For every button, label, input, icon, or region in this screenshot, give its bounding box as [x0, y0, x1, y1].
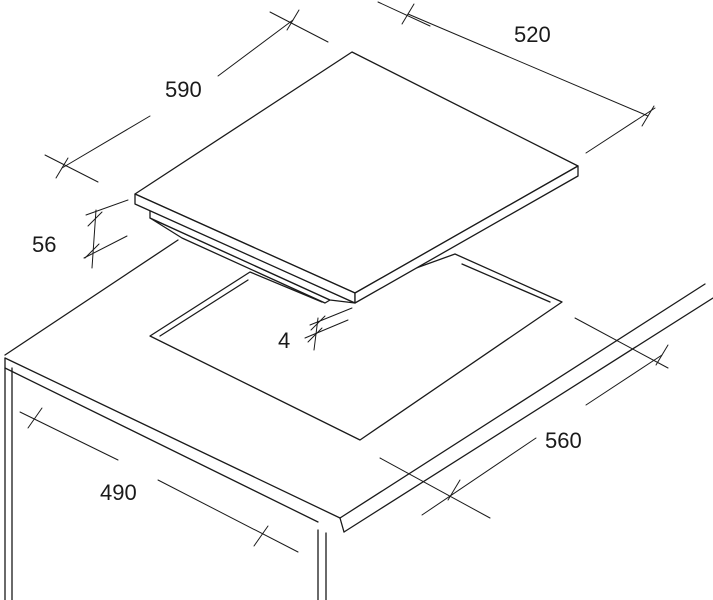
worktop-top-edge-back-left [4, 239, 179, 356]
dim-4-ext-top [309, 307, 353, 326]
dimension-560: 560 [379, 317, 669, 519]
dim-490-tick-right [253, 525, 269, 547]
dim-4-ext-bottom [304, 319, 349, 339]
dim-520-line [407, 13, 649, 117]
worktop-top-edge-front [4, 357, 341, 519]
dim-56-ext-top [85, 199, 129, 216]
dim-520-ext-top [377, 1, 431, 27]
worktop-cutout [149, 253, 563, 441]
dim-590-line-b [217, 19, 294, 77]
dim-560-ext-bottom [379, 457, 491, 519]
worktop-front-right-corner [339, 517, 345, 533]
dimension-4: 4 [278, 307, 353, 353]
dimension-590: 590 [44, 9, 329, 183]
dimension-520: 520 [377, 1, 656, 154]
dim-520-label: 520 [514, 22, 551, 47]
dim-56-line [91, 209, 97, 269]
dim-490-label: 490 [100, 480, 137, 505]
dim-590-ext-right [269, 11, 329, 43]
dim-560-ext-top [574, 317, 669, 369]
cutout-outer [149, 253, 563, 441]
cutout-inner-right [461, 263, 551, 303]
dim-4-tick-top [310, 315, 326, 331]
cutout-inner-back [159, 279, 249, 337]
worktop [4, 239, 713, 600]
worktop-top-edge-right [339, 283, 706, 519]
dim-56-label: 56 [32, 232, 56, 257]
dim-560-line-b [421, 437, 537, 516]
dim-560-line-a [585, 354, 663, 406]
dim-560-tick-top [655, 344, 669, 366]
dim-56-tick-bottom [84, 243, 100, 259]
dim-56-ext-bottom [83, 235, 128, 259]
dim-56-tick-top [87, 211, 103, 227]
worktop-front-face-bottom [4, 367, 319, 523]
dim-490-tick-left [27, 407, 43, 429]
dim-4-tick-bottom [307, 327, 323, 343]
hob-glass-right-edge [354, 165, 579, 304]
dim-4-label: 4 [278, 328, 290, 353]
dim-520-ext-bottom [585, 107, 656, 154]
dim-490-line-b [157, 479, 299, 553]
dim-590-label: 590 [165, 77, 202, 102]
dim-590-tick-left [55, 157, 69, 179]
dim-560-label: 560 [545, 428, 582, 453]
dim-520-tick-bottom [641, 105, 655, 127]
dimension-490: 490 [19, 407, 299, 553]
worktop-right-face-bottom [343, 297, 713, 533]
dim-590-ext-left [44, 154, 99, 183]
dim-560-tick-bottom [447, 479, 461, 501]
dim-590-tick-right [286, 9, 300, 31]
hob [134, 51, 579, 304]
dim-520-tick-top [401, 3, 415, 25]
dim-490-line-a [19, 411, 119, 461]
dim-590-line-a [61, 115, 151, 169]
dimension-56: 56 [32, 199, 129, 269]
